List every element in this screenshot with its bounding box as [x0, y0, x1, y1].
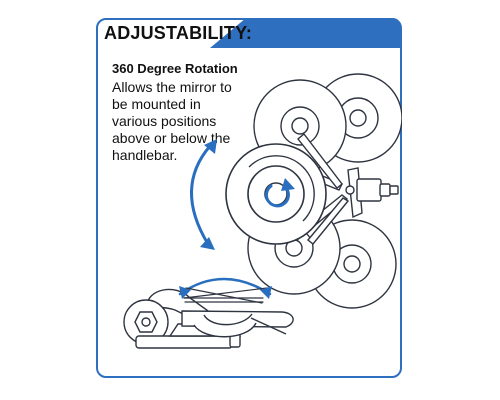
swivel-arrowhead-right-icon: [260, 286, 272, 299]
swivel-mount: [123, 288, 294, 349]
swivel-arrow-icon: [178, 277, 272, 304]
header-title: ADJUSTABILITY:: [104, 23, 253, 43]
mirror-rotation-illustration-icon: [123, 73, 402, 349]
feature-description: Allows the mirror to be mounted in vario…: [112, 79, 232, 163]
rotation-arrowhead-bottom-icon: [200, 237, 215, 250]
swivel-arrowhead-left-icon: [179, 286, 191, 299]
main-mirror: [225, 143, 327, 245]
center-rotation-arrow-icon: [264, 184, 290, 208]
mirror-mount: [345, 167, 399, 219]
feature-title: 360 Degree Rotation: [112, 61, 238, 76]
rotation-arrow-icon: [190, 144, 212, 246]
rotation-arrowhead-top-icon: [204, 139, 217, 154]
center-rotation-arrowhead-icon: [281, 178, 295, 191]
